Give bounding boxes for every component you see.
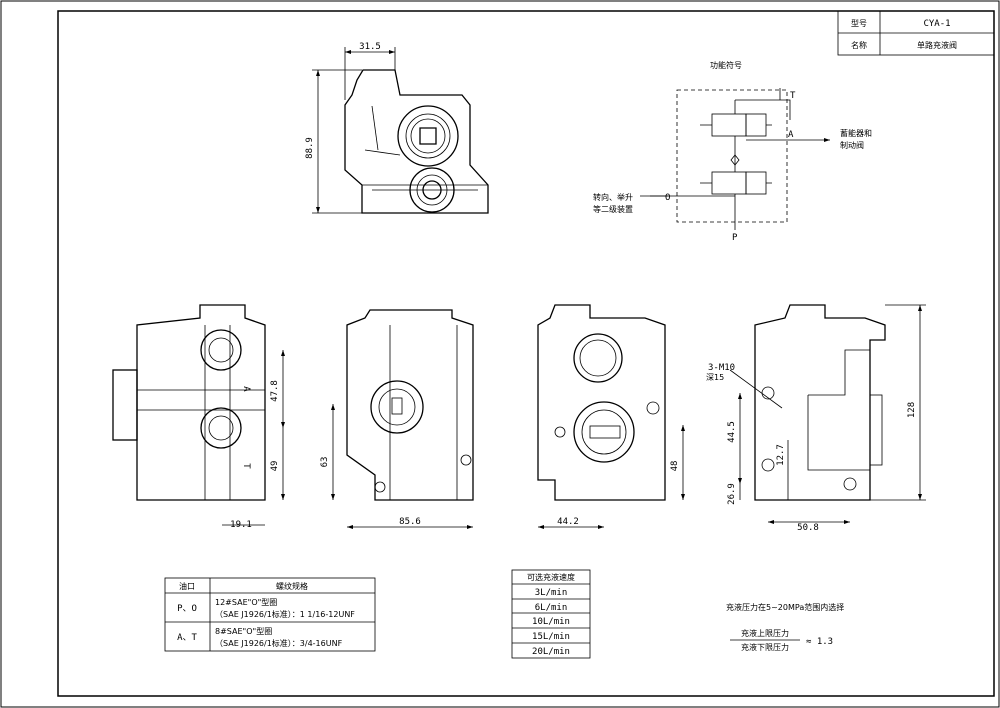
flow-row-2: 6L/min bbox=[535, 603, 568, 613]
note-accumulator-2: 制动阀 bbox=[840, 140, 864, 150]
port-P-label: P bbox=[732, 233, 738, 243]
dim-v4-thread: 3-M10 bbox=[708, 363, 735, 373]
port-row-2-port: A、T bbox=[177, 633, 197, 643]
port-table: 油口 螺纹规格 P、O 12#SAE"O"型圈 （SAE J1926/1标准）：… bbox=[164, 577, 376, 652]
dim-v1-upper: 47.8 bbox=[270, 380, 280, 402]
pressure-denominator: 充液下限压力 bbox=[741, 642, 789, 652]
flow-row-1: 3L/min bbox=[535, 588, 568, 598]
model-value: CYA-1 bbox=[923, 19, 950, 29]
symbol-title: 功能符号 bbox=[710, 60, 742, 70]
view-1: A T 47.8 49 19.1 bbox=[112, 304, 285, 530]
pressure-numerator: 充液上限压力 bbox=[741, 628, 789, 638]
port-T-label: T bbox=[790, 91, 796, 101]
dim-v3-height: 48 bbox=[670, 461, 680, 472]
view1-t-mark: T bbox=[241, 463, 251, 469]
view-3: 48 44.2 bbox=[537, 304, 685, 529]
dim-v4-h3: 26.9 bbox=[727, 483, 737, 505]
port-row-2-spec2: （SAE J1926/1标准）：3/4-16UNF bbox=[215, 638, 343, 648]
note-steering-1: 转向、举升 bbox=[593, 192, 633, 202]
dim-v2-width: 85.6 bbox=[399, 517, 421, 527]
dim-v1-lower: 49 bbox=[270, 461, 280, 472]
name-label: 名称 bbox=[851, 40, 867, 50]
dim-v4-h2: 12.7 bbox=[776, 444, 786, 466]
note-accumulator-1: 蓄能器和 bbox=[840, 128, 872, 138]
view-4: 3-M10 深15 44.5 26.9 12.7 50.8 128 bbox=[706, 304, 926, 533]
flow-row-3: 10L/min bbox=[532, 617, 570, 627]
port-row-1-port: P、O bbox=[177, 604, 197, 614]
port-table-header-port: 油口 bbox=[179, 581, 195, 591]
flow-row-5: 20L/min bbox=[532, 647, 570, 657]
port-A-label: A bbox=[788, 130, 794, 140]
model-label: 型号 bbox=[851, 19, 867, 28]
title-block: 型号 CYA-1 名称 单路充液阀 bbox=[837, 10, 995, 56]
note-steering-2: 等二级装置 bbox=[593, 204, 633, 214]
dim-top-width: 31.5 bbox=[359, 42, 381, 52]
port-row-1-spec2: （SAE J1926/1标准）：1 1/16-12UNF bbox=[215, 609, 355, 619]
dim-v4-depth: 深15 bbox=[706, 373, 724, 382]
dim-v1-bottom: 19.1 bbox=[230, 520, 252, 530]
port-row-2-spec1: 8#SAE"O"型圈 bbox=[215, 627, 272, 636]
dim-v3-width: 44.2 bbox=[557, 517, 579, 527]
dim-v2-height: 63 bbox=[320, 457, 330, 468]
hydraulic-symbol: 功能符号 T A O P 蓄能器和 制动阀 转向、举升 等二级装置 bbox=[593, 60, 872, 243]
port-row-1-spec1: 12#SAE"O"型圈 bbox=[215, 598, 277, 607]
dim-v4-total: 128 bbox=[907, 402, 917, 418]
port-O-label: O bbox=[665, 193, 670, 203]
pressure-line1: 充液压力在5~20MPa范围内选择 bbox=[726, 602, 844, 612]
flow-table: 可选充液速度 3L/min 6L/min 10L/min 15L/min 20L… bbox=[511, 569, 591, 659]
dim-top-height: 88.9 bbox=[305, 137, 315, 159]
pressure-notes: 充液压力在5~20MPa范围内选择 充液上限压力 充液下限压力 ≈ 1.3 bbox=[726, 602, 844, 652]
name-value: 单路充液阀 bbox=[917, 40, 957, 50]
dim-v4-h1: 44.5 bbox=[727, 421, 737, 443]
dim-v4-width: 50.8 bbox=[797, 523, 819, 533]
view1-a-mark: A bbox=[241, 386, 251, 392]
top-view: 31.5 88.9 bbox=[305, 42, 489, 214]
drawing-frame bbox=[57, 10, 995, 697]
pressure-ratio: ≈ 1.3 bbox=[806, 637, 833, 647]
flow-row-4: 15L/min bbox=[532, 632, 570, 642]
flow-table-header: 可选充液速度 bbox=[527, 572, 575, 582]
port-table-header-spec: 螺纹规格 bbox=[276, 581, 308, 591]
view-2: 63 85.6 bbox=[320, 309, 474, 529]
